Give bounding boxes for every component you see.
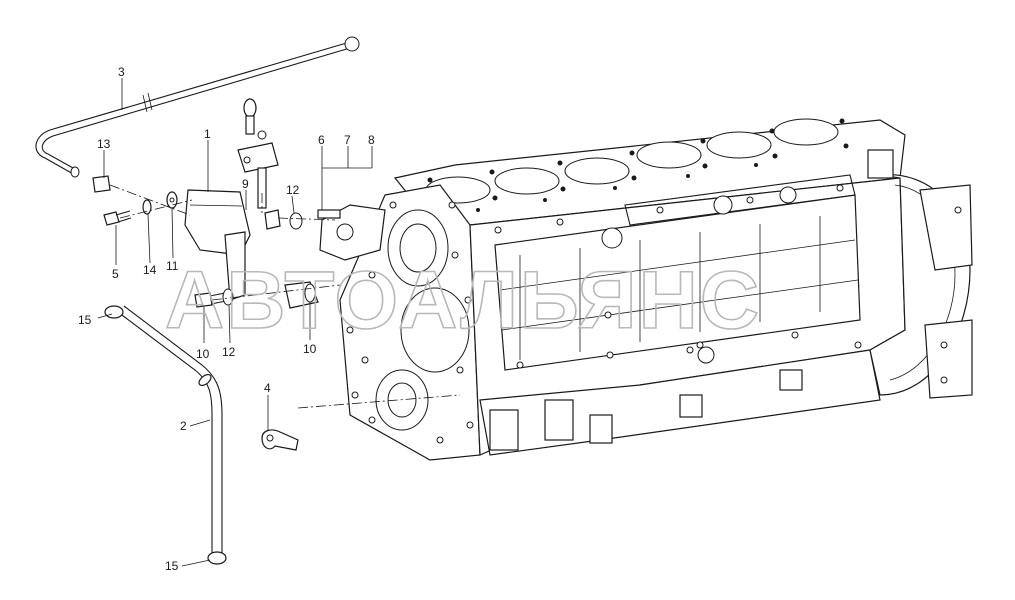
- side-plate-bolts: [494, 184, 862, 369]
- leader-lines: [97, 78, 373, 567]
- top-rear-boss: [867, 149, 894, 179]
- fitting-6: [317, 209, 341, 219]
- watermark-text: АВТОАЛЬЯНС: [165, 255, 761, 346]
- side-port: [601, 227, 623, 249]
- assembly-line-bolt: [119, 199, 193, 219]
- part-label-13: 13: [97, 137, 111, 151]
- bearing-cap-2: [544, 399, 574, 441]
- part-labels: 3 1 13 5 14 11 9 12 6 7 8 15 10 12 10 4 …: [78, 65, 375, 573]
- engine-block: [317, 118, 973, 461]
- part-label-12-lower: 12: [222, 345, 236, 359]
- hose-clamp-15-top: [104, 305, 124, 319]
- front-face-bolts: [346, 201, 474, 444]
- part-label-10-left: 10: [196, 347, 210, 361]
- breather-housing-1: [184, 189, 251, 301]
- cylinder-bore-2: [494, 167, 560, 195]
- cylinder-bore-6: [773, 118, 839, 146]
- dipstick-boss: [697, 346, 715, 364]
- assembly-line-bracket: [297, 394, 461, 409]
- clip-13: [92, 175, 111, 193]
- part-label-10-right: 10: [303, 342, 317, 356]
- part-label-4: 4: [264, 381, 271, 395]
- assembly-line-clip: [109, 184, 191, 216]
- part-label-2: 2: [180, 419, 187, 433]
- part-label-14: 14: [143, 263, 157, 277]
- part-label-15-lower: 15: [165, 559, 179, 573]
- part-label-8: 8: [368, 133, 375, 147]
- hose-clamp-15-bottom: [207, 551, 227, 565]
- bracket-4: [261, 429, 299, 451]
- part-label-9: 9: [242, 177, 249, 191]
- bolt-5: [103, 210, 132, 226]
- washer-14: [142, 199, 152, 215]
- cylinder-bore-4: [636, 141, 702, 169]
- part-label-3: 3: [118, 65, 125, 79]
- assembly-line-nut: [277, 217, 336, 221]
- part-label-12-upper: 12: [286, 183, 300, 197]
- part-label-1: 1: [204, 127, 211, 141]
- bearing-cap-1: [489, 409, 519, 451]
- nut-9: [264, 209, 281, 230]
- tube-2: [117, 311, 213, 560]
- oil-rail: [624, 174, 856, 226]
- seal-12-lower: [222, 288, 234, 306]
- head-bolt-holes: [427, 118, 849, 212]
- cylinder-bore-5: [706, 131, 772, 159]
- rear-mount-pad-lower: [924, 319, 973, 399]
- part-label-6: 6: [318, 133, 325, 147]
- part-label-5: 5: [112, 267, 119, 281]
- rear-mount-pad-upper: [919, 184, 973, 271]
- front-bore-lower: [400, 287, 470, 373]
- cylinder-bore-3: [564, 157, 630, 185]
- tube-3: [35, 41, 351, 176]
- part-label-15-upper: 15: [78, 313, 92, 327]
- o-ring-12: [289, 212, 303, 230]
- lifting-eye-assembly: [237, 98, 279, 209]
- assembly-line-banjo: [211, 284, 341, 301]
- part-label-11: 11: [166, 259, 179, 273]
- part-label-7: 7: [344, 133, 351, 147]
- side-cover-plate: [494, 194, 861, 371]
- hose-clamp-upper: [344, 36, 360, 52]
